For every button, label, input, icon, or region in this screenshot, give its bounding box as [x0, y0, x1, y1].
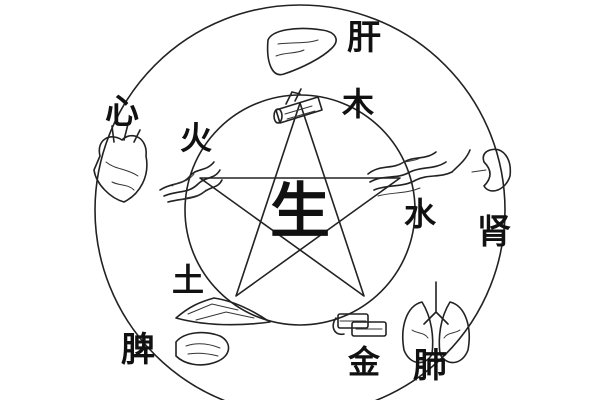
center-label: 生	[270, 177, 330, 247]
water-symbol	[367, 149, 471, 197]
lung-drawing	[402, 281, 470, 364]
organ-label-kidney: 肾	[477, 212, 511, 252]
inner-circle	[184, 94, 416, 326]
organ-label-lung: 肺	[413, 346, 447, 386]
element-label-fire: 火	[180, 119, 212, 157]
generating-star	[199, 102, 401, 297]
element-label-earth: 土	[172, 261, 204, 299]
kidney-drawing	[471, 148, 512, 192]
earth-symbol	[175, 297, 271, 326]
element-label-water: 水	[404, 195, 437, 233]
element-label-wood: 木	[341, 85, 374, 123]
liver-drawing	[266, 27, 337, 76]
organ-label-liver: 肝	[347, 18, 381, 58]
outer-circle	[94, 4, 506, 400]
fire-symbol	[159, 161, 223, 203]
spleen-drawing	[175, 331, 230, 366]
element-label-metal: 金	[347, 343, 381, 381]
metal-symbol	[332, 313, 387, 337]
wood-symbol	[273, 88, 323, 124]
heart-drawing	[93, 123, 148, 203]
organ-label-heart: 心	[105, 92, 139, 132]
organ-label-spleen: 脾	[121, 330, 155, 370]
